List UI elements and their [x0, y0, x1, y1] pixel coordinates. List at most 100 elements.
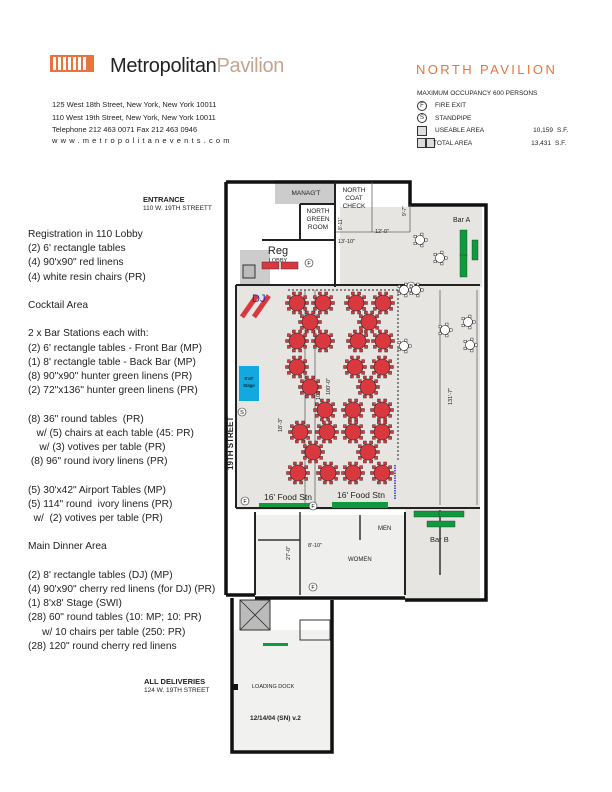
registration-table: [261, 261, 280, 270]
chair: [341, 471, 345, 475]
loading-dock-table: [263, 643, 288, 646]
round-dinner-table: [357, 310, 381, 334]
chair: [377, 398, 381, 403]
chair: [357, 320, 361, 324]
chair: [318, 291, 322, 296]
chair: [326, 398, 330, 403]
bar-b-front-table: [438, 510, 465, 518]
cocktail-table: [433, 250, 448, 266]
round-dinner-table: [370, 420, 394, 444]
note-line: Main Dinner Area: [28, 541, 107, 553]
chair: [305, 329, 309, 334]
legend-unit: S.F.: [557, 127, 569, 135]
chair: [323, 461, 327, 466]
chair: [285, 301, 289, 305]
chair: [377, 374, 381, 379]
chair: [288, 430, 292, 434]
chair: [303, 333, 307, 337]
note-line: (8) 36" round tables (PR): [28, 413, 144, 425]
coat-check-label: NORTH: [343, 187, 366, 194]
chair: [316, 471, 320, 475]
legend-label: FIRE EXIT: [435, 102, 467, 110]
chair: [362, 307, 366, 311]
chair: [378, 310, 382, 315]
dimension-label: 13'-10": [338, 239, 355, 245]
chair: [374, 444, 378, 448]
svg-text:F: F: [311, 504, 315, 510]
chair: [343, 424, 347, 428]
fire-exit-icon: F: [308, 501, 318, 511]
loading-dock-label: LOADING DOCK: [252, 684, 295, 690]
chair: [311, 339, 315, 343]
chair: [298, 355, 302, 360]
website-link[interactable]: www.metropolitanevents.com: [52, 136, 233, 145]
cocktail-table: [397, 282, 412, 298]
fire-exit-icon: F: [304, 258, 314, 268]
chair: [288, 477, 292, 481]
chair: [345, 359, 349, 363]
chair: [303, 371, 307, 375]
chair: [377, 420, 381, 425]
lobby-label: LOBBY: [269, 258, 288, 264]
chair: [300, 391, 304, 395]
chair: [308, 430, 312, 434]
chair: [318, 385, 322, 389]
note-line: (1) 8' rectangle table - Back Bar (MP): [28, 356, 196, 368]
chair: [361, 371, 365, 375]
fire-exit-icon: F: [240, 496, 250, 506]
food-station-label: 16' Food Stn: [264, 492, 312, 502]
note-line: w/ (2) votives per table (PR): [28, 513, 163, 524]
chair: [374, 456, 378, 460]
round-dinner-table: [343, 355, 367, 379]
registration-table: [280, 261, 299, 270]
food-station-table: [259, 503, 285, 507]
chair: [362, 295, 366, 299]
address-block: 125 West 18th Street, New York, New York…: [52, 99, 216, 137]
street-label: 19TH STREET: [226, 417, 235, 470]
chair: [313, 295, 317, 299]
chair: [293, 480, 297, 485]
dj-label: DJ: [252, 293, 265, 305]
note-line: w/ (5) chairs at each table (45: PR): [28, 427, 194, 439]
chair: [318, 320, 322, 324]
chair: [313, 307, 317, 311]
chair: [364, 310, 368, 315]
legend-value: 10,159: [533, 127, 553, 135]
chair: [305, 339, 309, 343]
chair: [331, 402, 335, 406]
chair: [306, 424, 310, 428]
chair: [359, 477, 363, 481]
chair: [311, 375, 315, 380]
round-dinner-table: [341, 461, 365, 485]
chair: [378, 329, 382, 334]
chair: [388, 371, 392, 375]
chair: [384, 348, 388, 353]
food-station-table: [332, 502, 360, 508]
food-station-table: [285, 503, 311, 507]
svg-text:F: F: [243, 499, 247, 505]
chair: [311, 301, 315, 305]
chair: [344, 301, 348, 305]
stage-label: 8'x8': [245, 376, 254, 381]
round-dinner-table: [301, 440, 325, 464]
chair: [369, 459, 373, 464]
chair: [391, 301, 395, 305]
round-dinner-table: [286, 461, 310, 485]
bar-a-front-table: [459, 229, 468, 257]
standpipe-icon: S: [237, 407, 247, 417]
dimension-label: 12'-0": [375, 229, 389, 235]
round-dinner-table: [356, 375, 380, 399]
bar-a-back-table: [471, 239, 479, 261]
chair: [320, 417, 324, 422]
chair: [363, 365, 367, 369]
chair: [304, 477, 308, 481]
note-line: (1) 8'x8' Stage (SWI): [28, 598, 122, 610]
note-line: Registration in 110 Lobby: [28, 229, 143, 240]
address-line: 110 West 19th Street, New York, New York…: [52, 112, 216, 122]
chair: [363, 375, 367, 380]
chair: [353, 329, 357, 334]
chair: [370, 471, 374, 475]
note-line: (2) 6' rectangle tables: [28, 243, 126, 255]
